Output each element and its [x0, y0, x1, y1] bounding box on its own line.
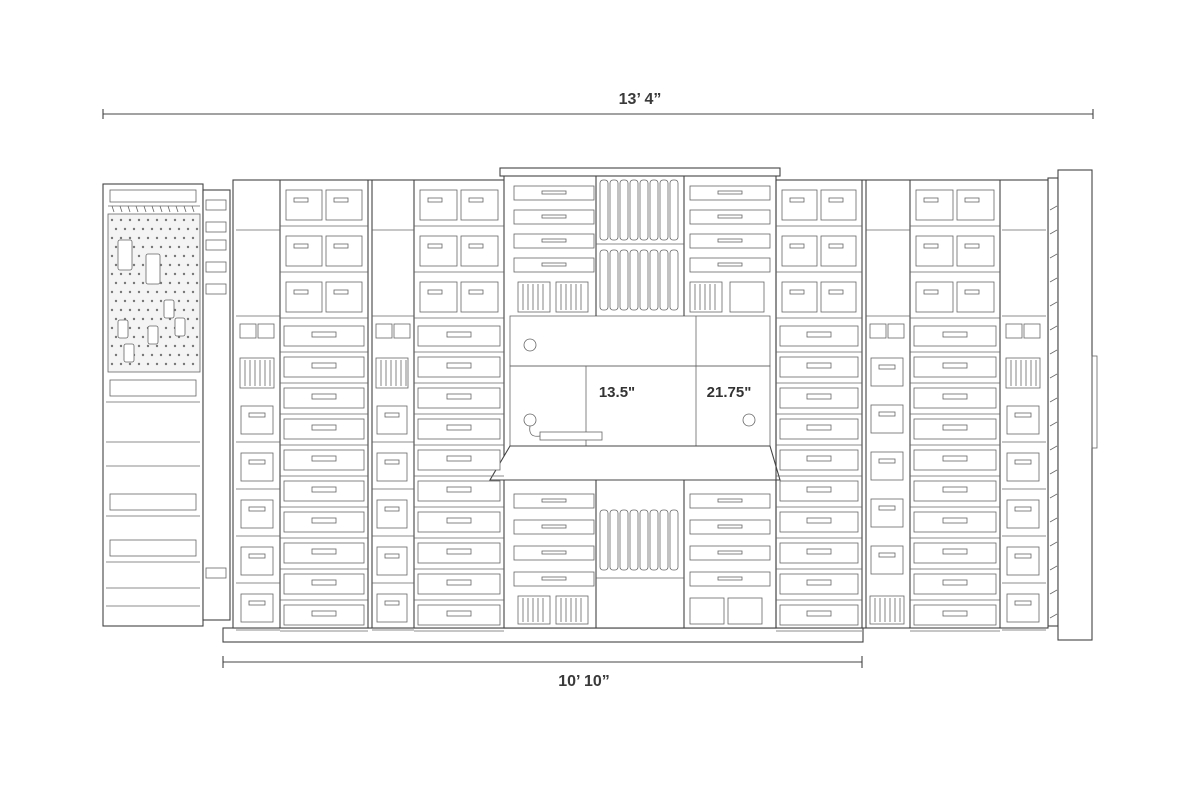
- overall-width-label: 13’ 4”: [619, 91, 662, 108]
- interior-height-label-b: 21.75": [707, 384, 752, 401]
- right-door: [1047, 169, 1098, 641]
- base-width-dimension: 10’ 10”: [222, 656, 863, 690]
- left-door: [102, 183, 231, 627]
- base-width-label: 10’ 10”: [558, 673, 610, 690]
- interior-height-label-a: 13.5": [599, 384, 635, 401]
- center-hutch: 13.5" 21.75": [489, 167, 781, 629]
- cabinet-base: [222, 627, 864, 643]
- pegboard-hooks: [108, 205, 200, 213]
- cabinet-bins: [236, 180, 1046, 632]
- overall-width-dimension: 13’ 4”: [102, 91, 1094, 119]
